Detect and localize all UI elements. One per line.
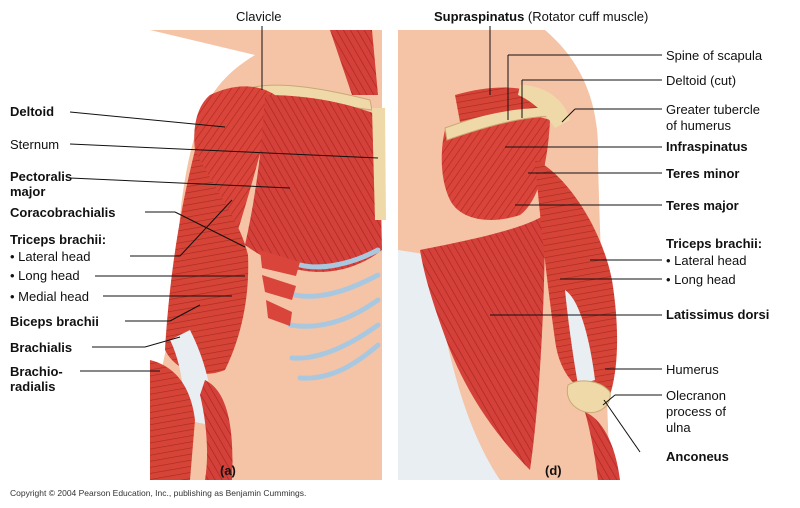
label-latissimus: Latissimus dorsi <box>666 307 770 322</box>
label-medial-head: • Medial head <box>10 289 89 304</box>
label-pectoralis-2: major <box>10 184 46 199</box>
front-view-panel <box>150 30 386 480</box>
label-lateral-head-front: • Lateral head <box>10 249 91 264</box>
upper-arm <box>165 150 249 374</box>
label-lateral-head-back: • Lateral head <box>666 253 747 268</box>
pectoralis-muscle <box>245 95 382 272</box>
label-biceps: Biceps brachii <box>10 314 99 329</box>
panel-tag-front: (a) <box>220 463 236 478</box>
elbow-tendon <box>170 330 212 425</box>
label-spine-of-scapula: Spine of scapula <box>666 48 763 63</box>
label-infraspinatus: Infraspinatus <box>666 139 748 154</box>
label-olecranon-2: process of <box>666 404 726 419</box>
label-humerus: Humerus <box>666 362 719 377</box>
label-brachioradialis-2: radialis <box>10 379 56 394</box>
back-forearm <box>585 412 620 480</box>
label-teres-minor: Teres minor <box>666 166 740 181</box>
label-coracobrachialis: Coracobrachialis <box>10 205 116 220</box>
label-triceps-back: Triceps brachii: <box>666 236 763 251</box>
label-greater-tubercle-1: Greater tubercle <box>666 102 760 117</box>
triceps-tendon <box>565 290 595 385</box>
label-triceps-front: Triceps brachii: <box>10 232 107 247</box>
label-long-head-back: • Long head <box>666 272 736 287</box>
serratus-muscle <box>260 250 300 326</box>
label-greater-tubercle-2: of humerus <box>666 118 732 133</box>
forearm <box>150 360 195 480</box>
infraspinatus-muscle <box>441 114 550 220</box>
label-sternum: Sternum <box>10 137 60 152</box>
label-supraspinatus: Supraspinatus (Rotator cuff muscle) <box>434 9 648 24</box>
latissimus-muscle <box>420 215 545 470</box>
label-deltoid-cut: Deltoid (cut) <box>666 73 737 88</box>
back-view-panel <box>398 30 620 480</box>
rib-cartilage <box>287 247 381 381</box>
label-pectoralis-1: Pectoralis <box>10 169 73 184</box>
leader-lines <box>69 26 662 453</box>
deltoid-cut <box>518 85 570 128</box>
label-olecranon-3: ulna <box>666 420 691 435</box>
label-brachialis: Brachialis <box>10 340 73 355</box>
sternum-bone <box>372 108 386 220</box>
label-clavicle: Clavicle <box>236 9 282 24</box>
panel-tag-back: (d) <box>545 463 562 478</box>
label-olecranon-1: Olecranon <box>666 388 726 403</box>
label-deltoid: Deltoid <box>10 104 55 119</box>
olecranon-bone <box>566 380 611 414</box>
neck-muscle <box>330 30 378 95</box>
thoracolumbar-fascia <box>398 250 500 480</box>
label-supraspinatus-name: Supraspinatus <box>434 9 525 24</box>
back-arm <box>535 160 618 396</box>
label-supraspinatus-note: (Rotator cuff muscle) <box>524 9 649 24</box>
label-anconeus: Anconeus <box>666 449 729 464</box>
label-long-head-front: • Long head <box>10 268 80 283</box>
label-teres-major: Teres major <box>666 198 739 213</box>
forearm-2 <box>200 380 233 480</box>
copyright-notice: Copyright © 2004 Pearson Education, Inc.… <box>10 488 307 498</box>
label-brachioradialis-1: Brachio- <box>10 364 63 379</box>
